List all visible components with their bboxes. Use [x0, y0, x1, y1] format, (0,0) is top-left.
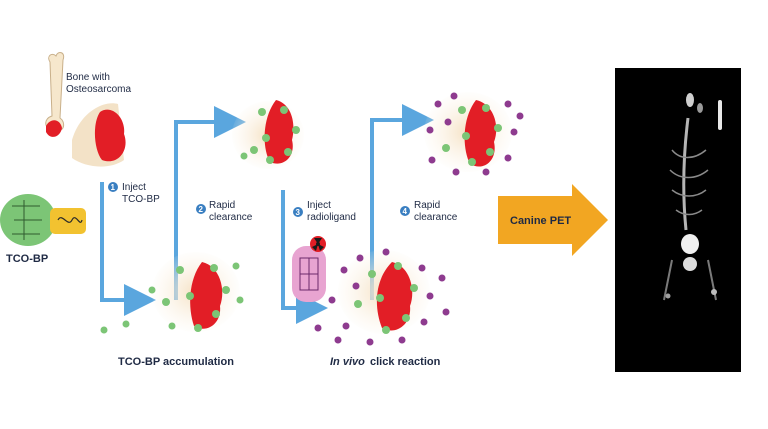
- step-1-line2: TCO-BP: [122, 194, 160, 205]
- caption-click-italic: In vivo: [330, 356, 365, 368]
- caption-accumulation: TCO-BP accumulation: [118, 356, 234, 368]
- canine-pet-label: Canine PET: [510, 215, 571, 227]
- caption-click-rest: click reaction: [370, 356, 441, 368]
- step-4-badge: 4: [400, 206, 410, 216]
- bone-label-line2: Osteosarcoma: [66, 84, 131, 95]
- step-2-line2: clearance: [209, 212, 253, 223]
- arrow-inject-radioligand: [281, 190, 328, 324]
- tumor-click-reaction: [314, 248, 450, 346]
- svg-text:3: 3: [296, 208, 301, 217]
- step-2-badge: 2: [196, 204, 206, 214]
- arrow-clearance-2: [370, 104, 434, 300]
- tumor-after-clearance: [232, 100, 304, 169]
- bone-icon: [45, 52, 65, 137]
- step-3-line2: radioligand: [307, 212, 356, 223]
- step-2-line1: Rapid: [209, 200, 235, 211]
- flow-arrows: [100, 104, 434, 324]
- radiation-icon: [310, 236, 326, 252]
- pet-scan-image: [615, 68, 741, 372]
- step-3-line1: Inject: [307, 200, 331, 211]
- arrow-inject-tco: [100, 182, 156, 316]
- tumor-final: [424, 92, 524, 176]
- svg-text:2: 2: [199, 205, 204, 214]
- svg-text:1: 1: [111, 183, 116, 192]
- svg-text:4: 4: [403, 207, 408, 216]
- step-1-badge: 1: [108, 182, 118, 192]
- tumor-tissue-initial: [72, 103, 126, 167]
- tumor-accumulation: [100, 252, 244, 334]
- radioligand-icon: [292, 246, 326, 302]
- molecule-label: TCO-BP: [6, 253, 48, 265]
- canine-pet-arrow: [498, 184, 608, 256]
- step-4-line2: clearance: [414, 212, 458, 223]
- step-4-line1: Rapid: [414, 200, 440, 211]
- molecule-icon: [0, 194, 86, 246]
- bone-label-line1: Bone with: [66, 72, 110, 83]
- arrow-clearance-1: [174, 106, 246, 300]
- step-1-line1: Inject: [122, 182, 146, 193]
- step-3-badge: 3: [293, 207, 303, 217]
